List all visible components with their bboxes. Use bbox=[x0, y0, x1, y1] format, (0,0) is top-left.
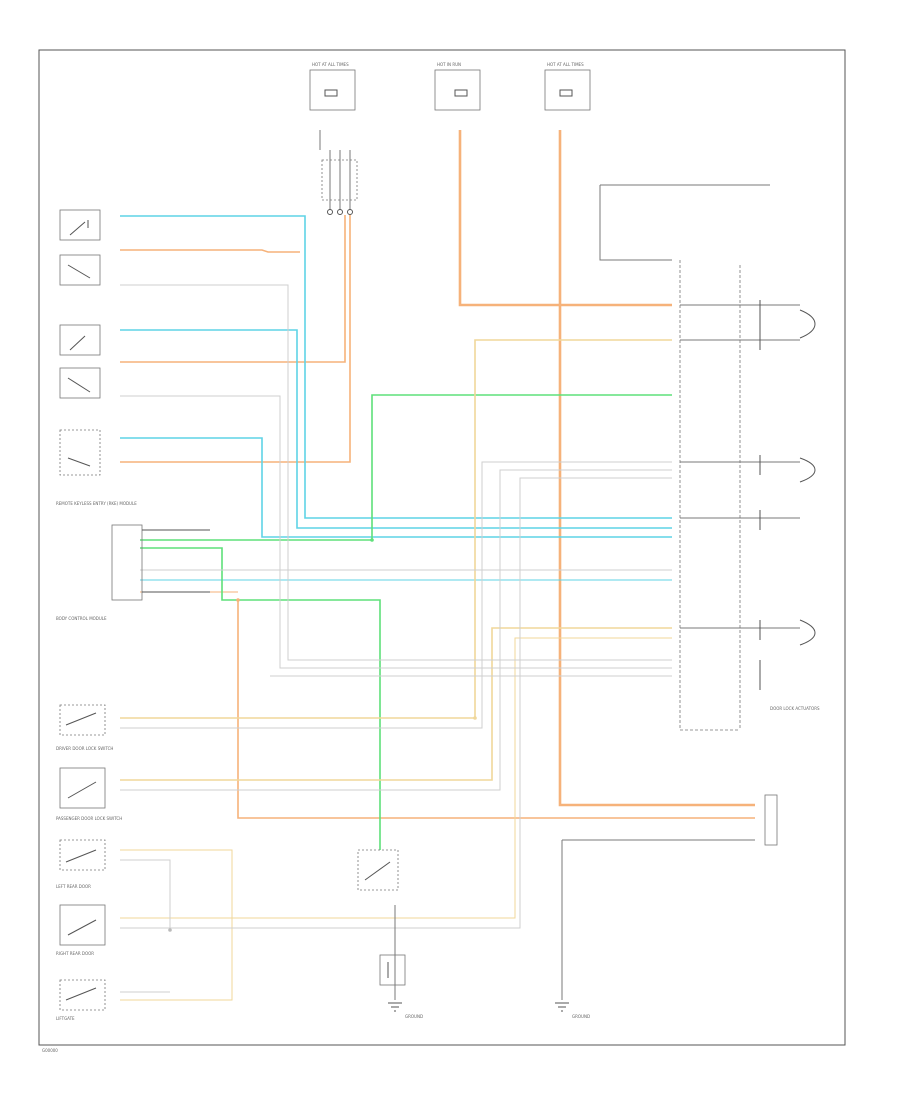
diagram-frame bbox=[38, 49, 846, 1046]
hot-fuse-3 bbox=[544, 69, 591, 111]
label-bcm: BODY CONTROL MODULE bbox=[56, 616, 107, 621]
label-hot-fuse-2: HOT IN RUN bbox=[437, 62, 461, 67]
label-rke-module: REMOTE KEYLESS ENTRY (RKE) MODULE bbox=[56, 501, 137, 506]
label-driver-door-switch: DRIVER DOOR LOCK SWITCH bbox=[56, 746, 113, 751]
rear-door-lf bbox=[59, 767, 106, 809]
door-lock-switch-lr bbox=[59, 704, 106, 736]
green-signal-wires bbox=[140, 394, 672, 850]
label-passenger-door-switch: PASSENGER DOOR LOCK SWITCH bbox=[56, 816, 122, 821]
relay-splice bbox=[321, 159, 358, 215]
bcm bbox=[111, 524, 210, 601]
gray-signal-wires bbox=[120, 284, 672, 993]
rear-door-rf bbox=[59, 839, 106, 871]
right-connector bbox=[679, 260, 778, 846]
label-right-rear-door: RIGHT REAR DOOR bbox=[56, 951, 94, 956]
label-hot-fuse-3: HOT AT ALL TIMES bbox=[547, 62, 584, 67]
cyan-signal-wires bbox=[120, 215, 672, 581]
label-door-lock-actuators: DOOR LOCK ACTUATORS bbox=[770, 706, 820, 711]
splice-dots bbox=[168, 538, 477, 932]
label-ground-1: GROUND bbox=[405, 1014, 423, 1019]
door-lock-actuators bbox=[759, 300, 816, 690]
ground-2 bbox=[555, 1002, 569, 1012]
rkc-module bbox=[59, 429, 101, 476]
hot-fuse-2 bbox=[434, 69, 481, 111]
ground-1 bbox=[388, 1002, 402, 1012]
tan-signal-wires bbox=[120, 339, 672, 1001]
liftgate-actuator bbox=[379, 954, 406, 986]
label-ground-2: GROUND bbox=[572, 1014, 590, 1019]
label-liftgate: LIFTGATE bbox=[56, 1016, 75, 1021]
hot-fuse-1 bbox=[309, 69, 356, 111]
liftgate bbox=[59, 979, 106, 1011]
liftgate-relay bbox=[357, 849, 399, 891]
orange-power-wires bbox=[120, 130, 755, 819]
door-lock-switch-rf bbox=[59, 324, 101, 399]
label-left-rear-door: LEFT REAR DOOR bbox=[56, 884, 91, 889]
door-lock-switch-lf bbox=[59, 209, 101, 286]
rear-door-rf-2 bbox=[59, 904, 106, 946]
component-labels: HOT AT ALL TIMES HOT IN RUN HOT AT ALL T… bbox=[56, 62, 820, 1021]
footer-tag: G00000 bbox=[42, 1048, 58, 1053]
label-hot-fuse-1: HOT AT ALL TIMES bbox=[312, 62, 349, 67]
